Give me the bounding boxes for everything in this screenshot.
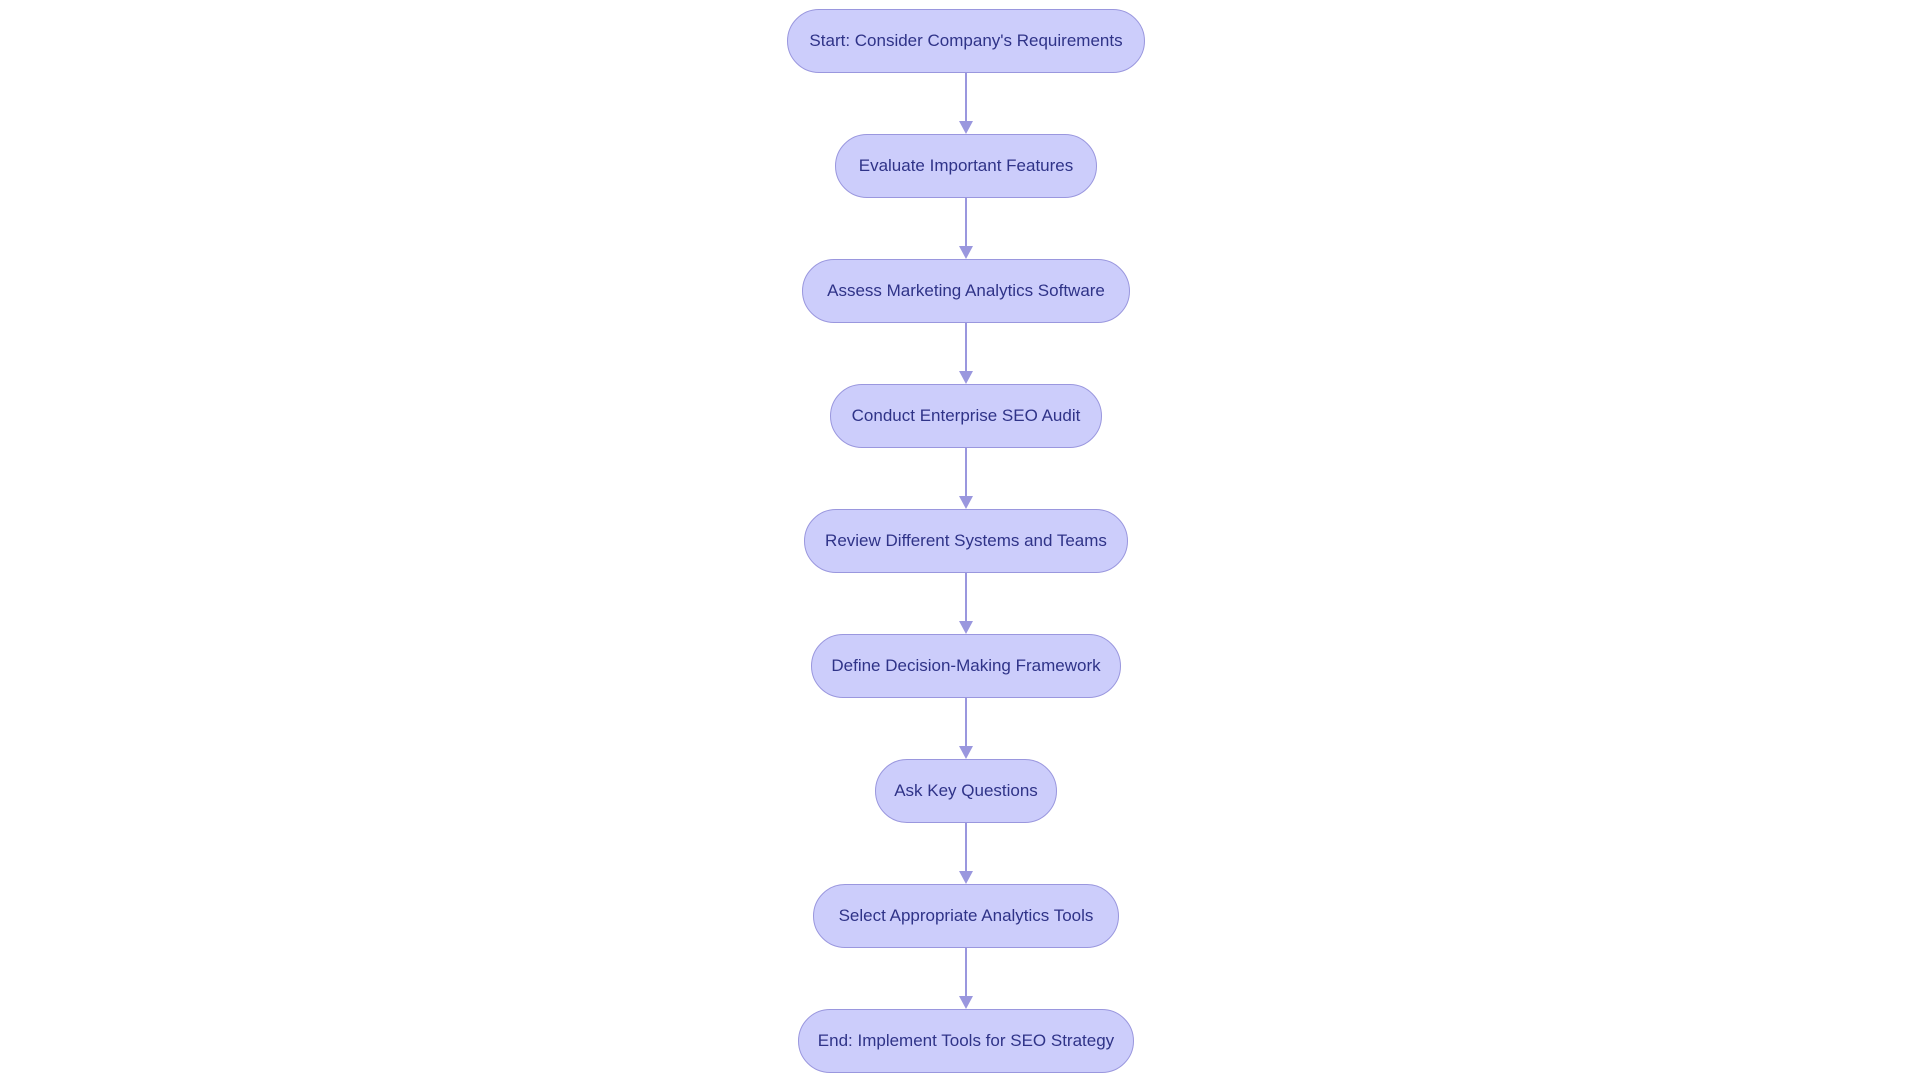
node-start: Start: Consider Company's Requirements [787, 9, 1145, 73]
node-assess-software: Assess Marketing Analytics Software [802, 259, 1130, 323]
edge-audit-to-review [965, 448, 967, 497]
edge-questions-to-select [965, 823, 967, 872]
arrowhead-icon [959, 746, 973, 759]
node-key-questions: Ask Key Questions [875, 759, 1057, 823]
edge-framework-to-questions [965, 698, 967, 747]
node-end: End: Implement Tools for SEO Strategy [798, 1009, 1134, 1073]
arrowhead-icon [959, 871, 973, 884]
edge-select-to-end [965, 948, 967, 997]
edge-features-to-assess [965, 198, 967, 247]
arrowhead-icon [959, 371, 973, 384]
node-evaluate-features: Evaluate Important Features [835, 134, 1097, 198]
arrowhead-icon [959, 121, 973, 134]
arrowhead-icon [959, 496, 973, 509]
node-review-systems: Review Different Systems and Teams [804, 509, 1128, 573]
node-seo-audit: Conduct Enterprise SEO Audit [830, 384, 1102, 448]
node-decision-framework: Define Decision-Making Framework [811, 634, 1121, 698]
arrowhead-icon [959, 996, 973, 1009]
node-select-tools: Select Appropriate Analytics Tools [813, 884, 1119, 948]
arrowhead-icon [959, 621, 973, 634]
edge-assess-to-audit [965, 323, 967, 372]
arrowhead-icon [959, 246, 973, 259]
edge-review-to-framework [965, 573, 967, 622]
edge-start-to-features [965, 73, 967, 122]
